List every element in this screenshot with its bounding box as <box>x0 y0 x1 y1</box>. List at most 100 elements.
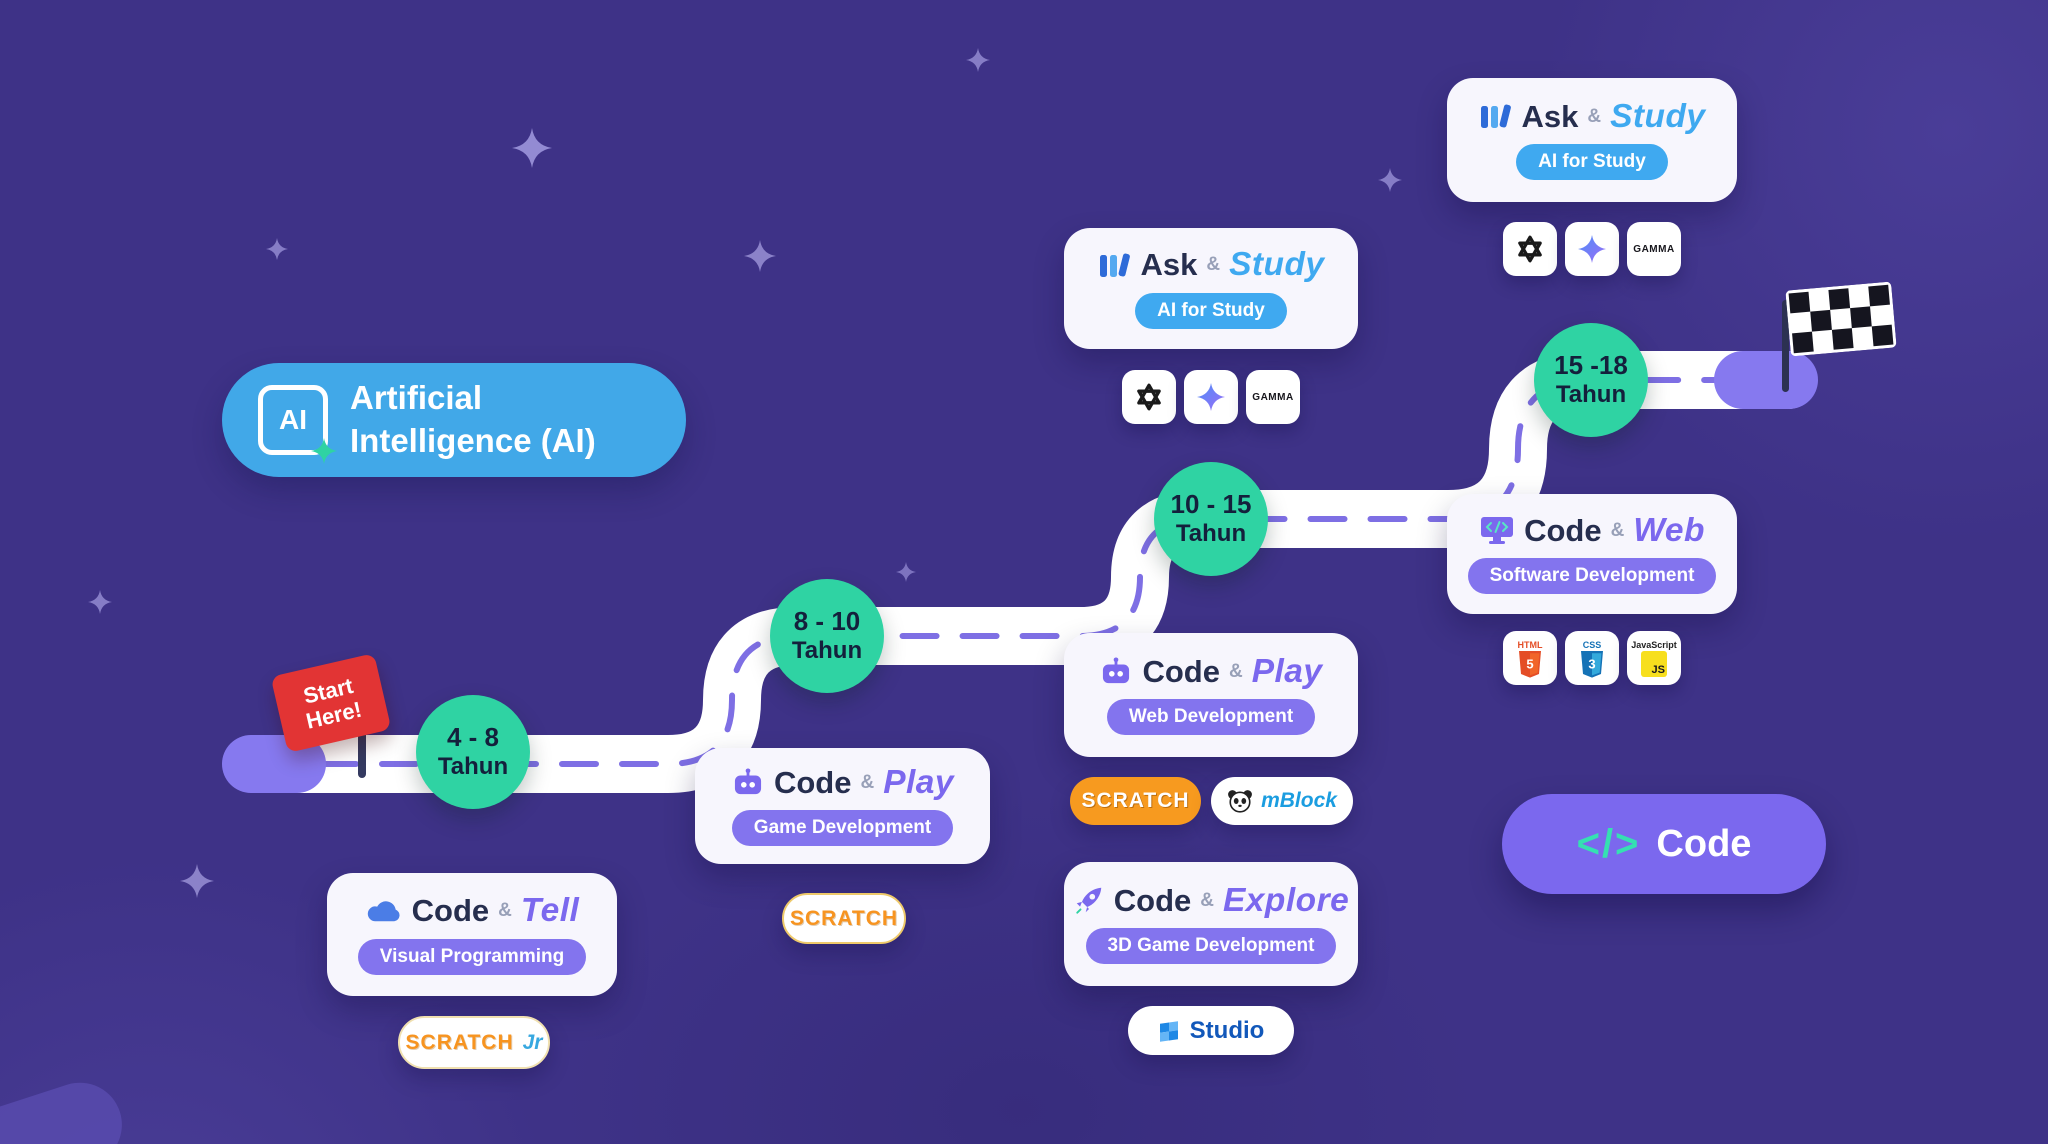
teal-sparkle-icon <box>311 438 337 464</box>
studio-flag-icon <box>1159 1020 1178 1042</box>
milestone-4-8: 4 - 8 Tahun <box>416 695 530 809</box>
brand-amp: & <box>860 771 875 793</box>
scratchjr-suffix: Jr <box>522 1030 543 1054</box>
code-cta-pill[interactable]: </> Code <box>1502 794 1826 894</box>
finish-flag-pole <box>1782 300 1789 392</box>
milestone-unit: Tahun <box>437 753 509 781</box>
tag-pill: Game Development <box>731 810 954 847</box>
brand-row: Code & Web <box>1479 511 1705 549</box>
card-code-tell[interactable]: Code & Tell Visual Programming <box>327 873 617 996</box>
chatgpt-icon <box>1503 222 1557 276</box>
brand-amp: & <box>1228 660 1243 682</box>
tag-pill: AI for Study <box>1135 292 1287 329</box>
js-mark: JS <box>1651 664 1665 676</box>
milestone-age: 8 - 10 <box>793 606 861 637</box>
gamma-icon: GAMMA <box>1627 222 1681 276</box>
ai-icon-text: AI <box>279 404 307 435</box>
tag-pill: Software Development <box>1467 558 1717 595</box>
sparkle-star-icon <box>266 238 288 260</box>
panda-icon <box>1228 790 1252 813</box>
js-label: JavaScript <box>1631 640 1677 650</box>
brand-script: Play <box>883 763 955 801</box>
javascript-icon: JavaScript JS <box>1627 631 1681 685</box>
html5-icon: HTML 5 <box>1503 631 1557 685</box>
brand-name: Code <box>773 764 852 800</box>
brand-script: Web <box>1633 511 1705 549</box>
library-icon <box>1097 250 1131 280</box>
robot-icon <box>1099 657 1133 685</box>
code-brackets-icon: </> <box>1576 821 1641 866</box>
milestone-unit: Tahun <box>1175 520 1247 548</box>
milestone-unit: Tahun <box>1555 381 1627 409</box>
sparkle-star-icon <box>1378 168 1402 192</box>
css-shield-number: 3 <box>1588 656 1595 671</box>
library-icon <box>1478 101 1512 131</box>
milestone-age: 15 -18 <box>1554 350 1628 381</box>
brand-amp: & <box>1610 519 1625 541</box>
card-code-play-web[interactable]: Code & Play Web Development <box>1064 633 1358 757</box>
studio-logo-badge: Studio <box>1128 1006 1294 1055</box>
brand-name: Code <box>1113 882 1192 918</box>
sparkle-star-icon <box>180 864 214 898</box>
ai-title-line1: Artificial <box>350 379 483 417</box>
ai-title-line2: Intelligence (AI) <box>350 422 596 459</box>
gemini-sparkle-icon <box>1565 222 1619 276</box>
sparkle-star-icon <box>896 562 916 582</box>
chatgpt-icon <box>1122 370 1176 424</box>
brand-row: Code & Play <box>1099 652 1323 690</box>
card-ask-study-mid[interactable]: Ask & Study AI for Study <box>1064 228 1358 349</box>
mblock-logo-badge: mBlock <box>1211 777 1353 825</box>
gamma-label: GAMMA <box>1252 391 1294 403</box>
studio-label: Studio <box>1189 1016 1265 1044</box>
code-pill-label: Code <box>1656 822 1752 865</box>
card-code-play-game[interactable]: Code & Play Game Development <box>695 748 990 864</box>
brand-script: Play <box>1251 652 1323 690</box>
html-shield-number: 5 <box>1526 656 1533 671</box>
card-code-explore[interactable]: Code & Explore 3D Game Development <box>1064 862 1358 986</box>
brand-row: Ask & Study <box>1097 246 1325 284</box>
brand-name: Ask <box>1140 247 1198 283</box>
scratch-label: SCRATCH <box>1081 789 1190 812</box>
brand-row: Ask & Study <box>1478 99 1705 133</box>
finish-flag-icon <box>1785 281 1897 357</box>
brand-name: Code <box>1524 512 1602 548</box>
scratch-label: SCRATCH <box>789 906 899 930</box>
card-code-web[interactable]: Code & Web Software Development <box>1447 494 1737 614</box>
brand-row: Code & Tell <box>365 892 580 930</box>
css3-icon: CSS 3 <box>1565 631 1619 685</box>
gemini-sparkle-icon <box>1184 370 1238 424</box>
js-square: JS <box>1641 651 1667 677</box>
brand-name: Code <box>411 893 490 929</box>
milestone-15-18: 15 -18 Tahun <box>1534 323 1648 437</box>
tag-pill: AI for Study <box>1516 144 1668 181</box>
css-label: CSS <box>1582 639 1602 650</box>
tag-pill: 3D Game Development <box>1085 928 1337 965</box>
tag-pill: Web Development <box>1106 699 1316 736</box>
scratch-logo-badge: SCRATCH <box>782 893 906 944</box>
sparkle-star-icon <box>512 128 552 168</box>
cloud-icon <box>365 897 403 925</box>
brand-amp: & <box>498 900 512 922</box>
brand-name: Code <box>1142 653 1220 689</box>
robot-icon <box>731 768 765 796</box>
ai-tools-row: GAMMA <box>1503 222 1681 276</box>
card-ask-study-top[interactable]: Ask & Study AI for Study <box>1447 78 1737 202</box>
milestone-10-15: 10 - 15 Tahun <box>1154 462 1268 576</box>
ai-title-badge: AI Artificial Intelligence (AI) <box>222 363 686 477</box>
ai-title-text: Artificial Intelligence (AI) <box>350 377 596 463</box>
ai-logo-icon: AI <box>258 385 337 464</box>
scratch-logo-badge: SCRATCH <box>1070 777 1201 825</box>
gamma-icon: GAMMA <box>1246 370 1300 424</box>
sparkle-star-icon <box>88 590 112 614</box>
web-tools-row: HTML 5 CSS 3 JavaScript JS <box>1503 631 1681 685</box>
gamma-label: GAMMA <box>1633 243 1675 255</box>
tag-pill: Visual Programming <box>357 938 587 975</box>
brand-amp: & <box>1206 254 1221 276</box>
brand-script: Study <box>1229 246 1325 284</box>
sparkle-star-icon <box>744 240 776 272</box>
brand-script: Tell <box>520 892 580 930</box>
brand-amp: & <box>1200 889 1214 911</box>
